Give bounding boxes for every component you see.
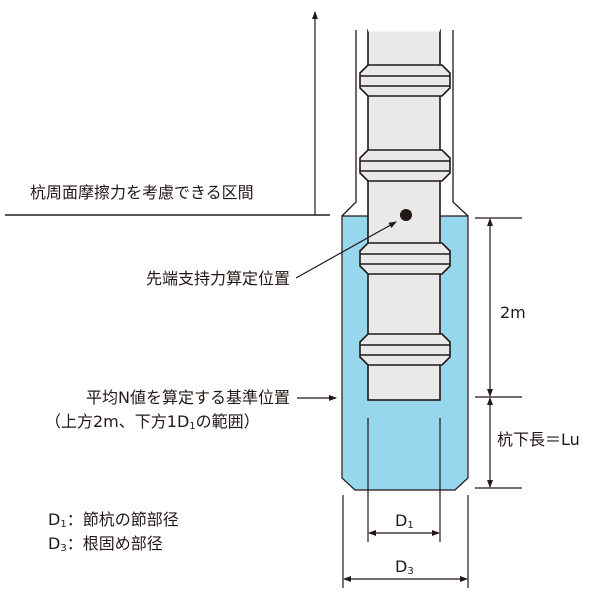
n-value-range: （上方2m、下方1D1の範囲） (45, 412, 260, 432)
tip-leader-arrow (295, 221, 397, 279)
legend-d1: D1：節杭の節部径 (48, 510, 179, 530)
borehole-wall-right (452, 30, 469, 217)
pile-node (359, 333, 451, 366)
borehole-wall-left (341, 30, 357, 217)
dimension-lu: 杭下長＝Lu (497, 430, 580, 449)
dimension-d1: D1 (395, 511, 414, 531)
pile-node (359, 242, 451, 275)
n-value-label: 平均N値を算定する基準位置 (86, 388, 290, 407)
bottom-dimension (342, 418, 469, 588)
legend-d3: D3：根固め部径 (48, 534, 163, 554)
tip-position-label: 先端支持力算定位置 (146, 269, 290, 288)
tip-bearing-point (400, 209, 412, 221)
dimension-d3: D3 (395, 557, 414, 577)
right-dimension (475, 217, 522, 489)
pile-node (359, 64, 451, 97)
pile-node (359, 149, 451, 182)
dimension-2m: 2m (500, 303, 526, 322)
friction-zone-label: 杭周面摩擦力を考慮できる区間 (30, 183, 254, 202)
